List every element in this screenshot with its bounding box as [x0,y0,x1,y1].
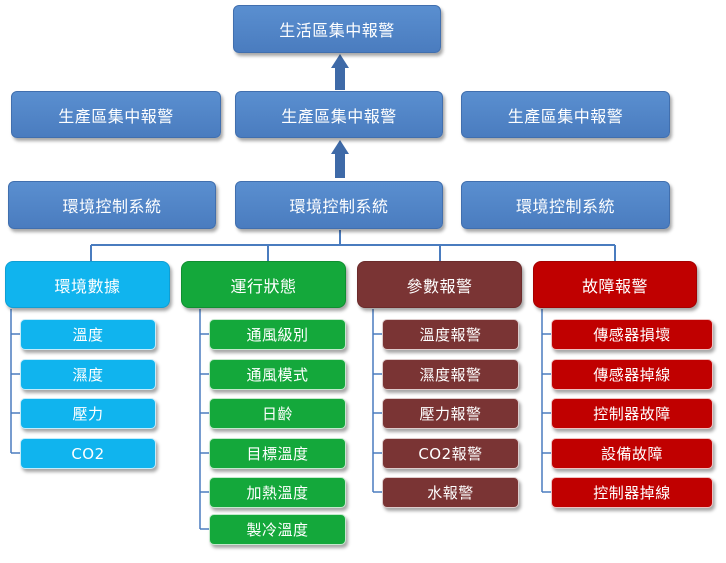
leaf-pressure-alarm: 壓力報警 [382,398,519,429]
leaf-cooling-temperature: 製冷溫度 [209,514,346,545]
production-area-alarm-box-right: 生產區集中報警 [461,91,670,138]
leaf-heating-temperature: 加熱溫度 [209,477,346,508]
category-running-status: 運行狀態 [181,261,346,308]
env-control-system-box-center: 環境控制系統 [235,181,443,229]
up-arrow-icon [331,140,349,178]
category-connector [90,230,616,261]
env-control-system-box-right: 環境控制系統 [461,181,670,229]
leaf-humidity: 濕度 [20,359,156,390]
leaf-co2-alarm: CO2報警 [382,438,519,469]
leaf-connector [10,309,551,530]
env-control-system-box-left: 環境控制系統 [8,181,216,229]
leaf-ventilation-level: 通風級別 [209,319,346,350]
up-arrow-icon [331,54,349,90]
leaf-sensor-offline: 傳感器掉線 [551,359,713,390]
leaf-controller-offline: 控制器掉線 [551,477,713,508]
production-area-alarm-box-left: 生產區集中報警 [11,91,221,138]
leaf-day-age: 日齡 [209,398,346,429]
production-area-alarm-box-center: 生產區集中報警 [235,91,443,138]
leaf-co2: CO2 [20,438,156,469]
leaf-controller-fault: 控制器故障 [551,398,713,429]
leaf-water-alarm: 水報警 [382,477,519,508]
leaf-target-temperature: 目標溫度 [209,438,346,469]
leaf-pressure: 壓力 [20,398,156,429]
category-fault-alarm: 故障報警 [533,261,697,308]
leaf-equipment-fault: 設備故障 [551,438,713,469]
leaf-ventilation-mode: 通風模式 [209,359,346,390]
leaf-humidity-alarm: 濕度報警 [382,359,519,390]
category-environment-data: 環境數據 [5,261,170,308]
leaf-sensor-damaged: 傳感器損壞 [551,319,713,350]
living-area-alarm-box: 生活區集中報警 [233,5,441,53]
category-parameter-alarm: 參數報警 [357,261,522,308]
leaf-temperature: 溫度 [20,319,156,350]
leaf-temperature-alarm: 溫度報警 [382,319,519,350]
